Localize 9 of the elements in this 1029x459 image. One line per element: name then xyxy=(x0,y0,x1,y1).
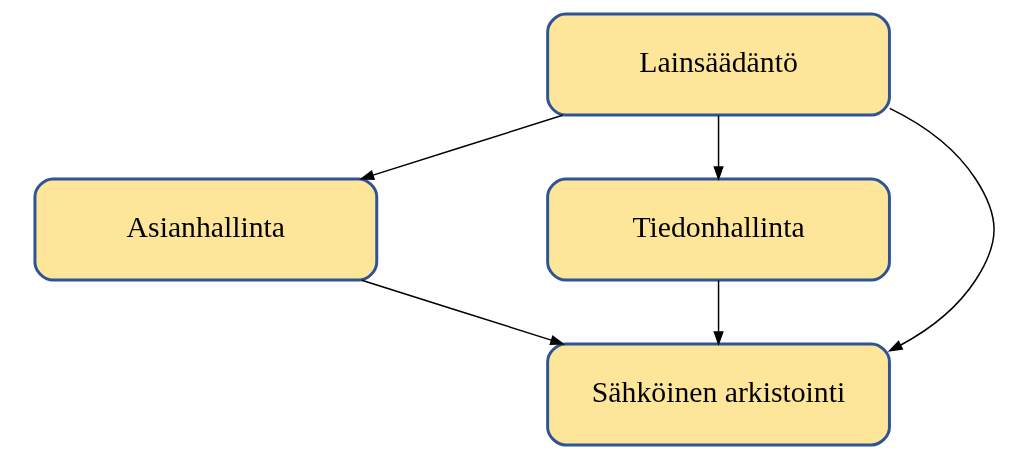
arrow xyxy=(361,279,566,345)
node-box: Sähköinen arkistointi xyxy=(546,342,891,447)
node-box: Asianhallinta xyxy=(33,177,379,282)
arrow xyxy=(359,114,564,180)
node-box: Tiedonhallinta xyxy=(546,177,891,282)
node-box: Lainsäädäntö xyxy=(546,12,891,117)
arrow xyxy=(887,107,995,352)
arrow xyxy=(713,114,724,182)
arrow xyxy=(713,279,724,347)
